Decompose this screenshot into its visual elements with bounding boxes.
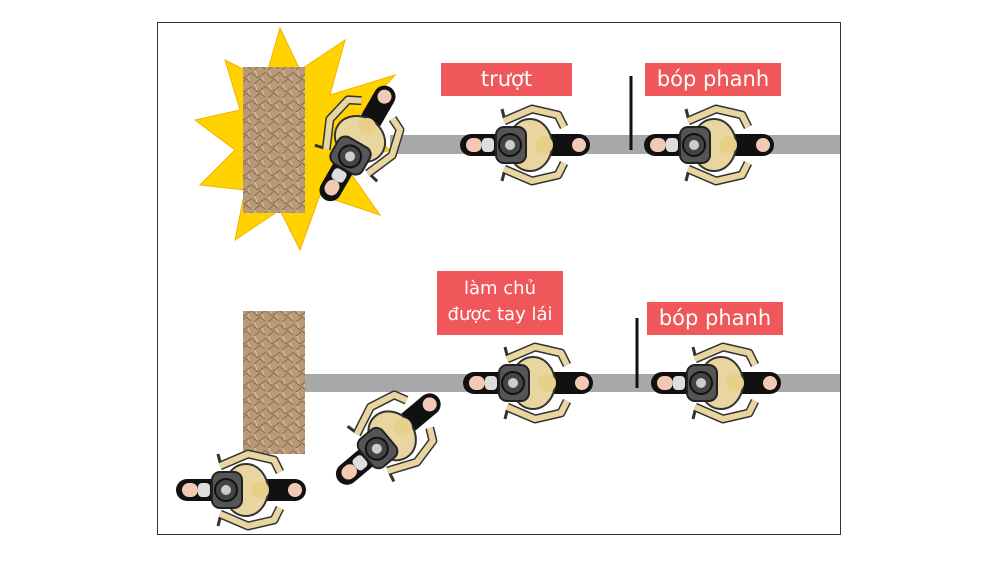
label-skid: trượt <box>441 63 572 96</box>
wall-bottom <box>243 311 305 454</box>
motorcycle-brake-top-icon <box>644 109 774 181</box>
label-brake-bottom: bóp phanh <box>647 302 783 335</box>
motorcycle-start-icon <box>176 454 306 526</box>
label-brake-top: bóp phanh <box>645 63 781 96</box>
diagram-frame <box>157 22 841 535</box>
label-control-line1: làm chủ <box>464 278 536 299</box>
label-control: làm chủ được tay lái <box>437 271 563 335</box>
motorcycle-control-icon <box>463 347 593 419</box>
label-control-line2: được tay lái <box>447 304 553 325</box>
wall-top <box>243 67 305 213</box>
motorcycle-brake-bottom-icon <box>651 347 781 419</box>
motorcycle-skid-icon <box>460 109 590 181</box>
